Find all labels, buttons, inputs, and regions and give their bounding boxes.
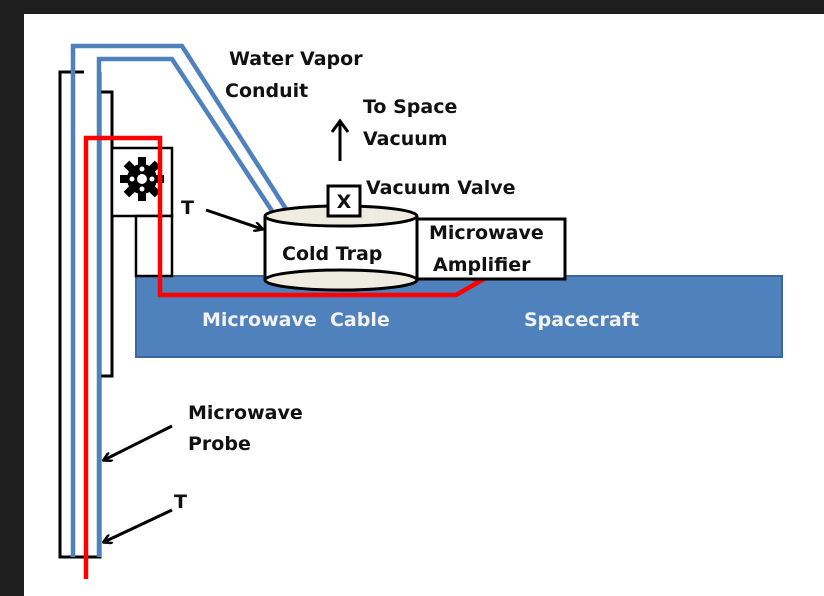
gear-stand (134, 214, 174, 278)
label-vacuum-valve: Vacuum Valve (366, 177, 516, 199)
cold-trap-temp-arrow (205, 208, 262, 229)
label-amplifier-line2: Amplifier (433, 254, 531, 276)
diagram-svg: X Water Vapor Conduit To Space Vacuum Va… (58, 43, 783, 579)
valve-symbol: X (337, 191, 352, 213)
microwave-amplifier (415, 217, 567, 281)
gear-icon (120, 157, 164, 201)
spacecraft-body (135, 275, 783, 358)
label-water-vapor: Water Vapor (229, 48, 363, 70)
probe-pointer-arrow (104, 424, 173, 460)
label-cold-trap: Cold Trap (282, 243, 382, 265)
label-to-space: To Space (363, 96, 457, 118)
label-amplifier-line1: Microwave (429, 222, 544, 244)
label-temp-cold-trap: T (181, 197, 194, 219)
probe-temp-arrow (104, 508, 173, 542)
label-conduit: Conduit (225, 80, 308, 102)
water-vapor-conduit-inner (96, 56, 278, 557)
mount-bracket (100, 90, 114, 378)
arrow-up-icon (330, 118, 350, 161)
label-spacecraft: Spacecraft (524, 309, 639, 331)
diagram-canvas: X Water Vapor Conduit To Space Vacuum Va… (24, 14, 824, 596)
vacuum-valve (326, 184, 362, 218)
label-microwave-cable: Microwave Cable (202, 309, 390, 331)
label-vacuum: Vacuum (363, 128, 448, 150)
label-probe-line2: Probe (188, 433, 251, 455)
probe-housing (58, 70, 102, 559)
label-probe-line1: Microwave (188, 402, 303, 424)
label-temp-probe: T (174, 491, 187, 513)
water-vapor-conduit-outer (70, 43, 288, 557)
cold-trap (263, 204, 419, 292)
